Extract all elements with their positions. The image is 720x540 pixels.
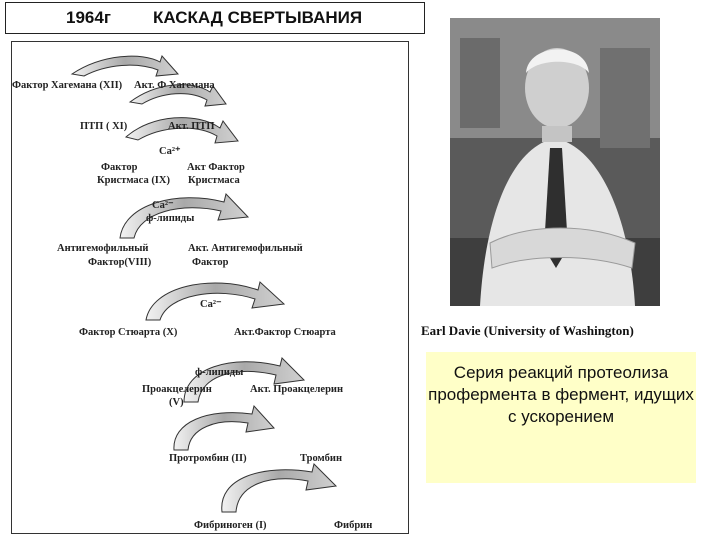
cascade-arrow-8 [221,463,338,513]
active-factor-xi-label: Акт. ПТП [168,121,215,132]
factor-xi-label: ПТП ( XI) [80,121,128,132]
slide-title: КАСКАД СВЕРТЫВАНИЯ [153,8,363,27]
portrait-photo [450,18,660,306]
phospholipid-cofactor-label: ф-липиды [146,213,195,224]
fibrinogen-label: Фибриноген (I) [194,520,267,531]
factor-ix-label-line2: Кристмаса (IX) [97,175,170,186]
photo-caption: Earl Davie (University of Washington) [421,323,634,338]
factor-xii-label: Фактор Хагемана (XII) [12,80,123,91]
active-factor-viii-label-line2: Фактор [192,257,229,268]
calcium-cofactor-label: Ca²⁻ [200,299,222,310]
active-factor-v-label: Акт. Проакцелерин [250,384,344,395]
phospholipid-cofactor-label: ф-липиды [195,367,244,378]
cascade-arrow-6 [183,357,306,403]
coagulation-cascade-diagram: Фактор Хагемана (XII) Акт. Ф Хагемана ПТ… [11,41,409,534]
active-factor-viii-label-line1: Акт. Антигемофильный [188,243,303,254]
calcium-cofactor-label: Ca²⁻ [152,200,174,211]
prothrombin-label: Протромбин (II) [169,453,247,464]
summary-note-box: Серия реакций протеолиза профермента в ф… [426,352,696,483]
title-bar: 1964г КАСКАД СВЕРТЫВАНИЯ [5,2,425,34]
summary-note-text: Серия реакций протеолиза профермента в ф… [428,363,694,426]
factor-v-label-line2: (V) [169,397,184,408]
factor-ix-label-line1: Фактор [101,162,138,173]
calcium-cofactor-label: Ca²⁺ [159,146,181,157]
cascade-arrow-5 [145,281,286,321]
factor-v-label-line1: Проакцелерин [142,384,212,395]
cascade-arrow-3 [124,117,239,144]
active-factor-xii-label: Акт. Ф Хагемана [134,80,215,91]
factor-viii-label-line2: Фактор(VIII) [88,257,152,268]
cascade-arrow-4 [119,192,250,239]
active-factor-ix-label-line1: Акт Фактор [187,162,245,173]
year-label: 1964г [66,8,111,27]
factor-viii-label-line1: Антигемофильный [57,243,149,254]
cascade-arrow-7 [173,404,276,451]
active-factor-x-label: Акт.Фактор Стюарта [234,327,336,338]
thrombin-label: Тромбин [300,453,342,464]
factor-x-label: Фактор Стюарта (X) [79,327,178,338]
cascade-arrow-2 [128,84,227,107]
active-factor-ix-label-line2: Кристмаса [188,175,240,186]
fibrin-label: Фибрин [334,520,373,531]
cascade-arrow-1 [70,55,180,77]
